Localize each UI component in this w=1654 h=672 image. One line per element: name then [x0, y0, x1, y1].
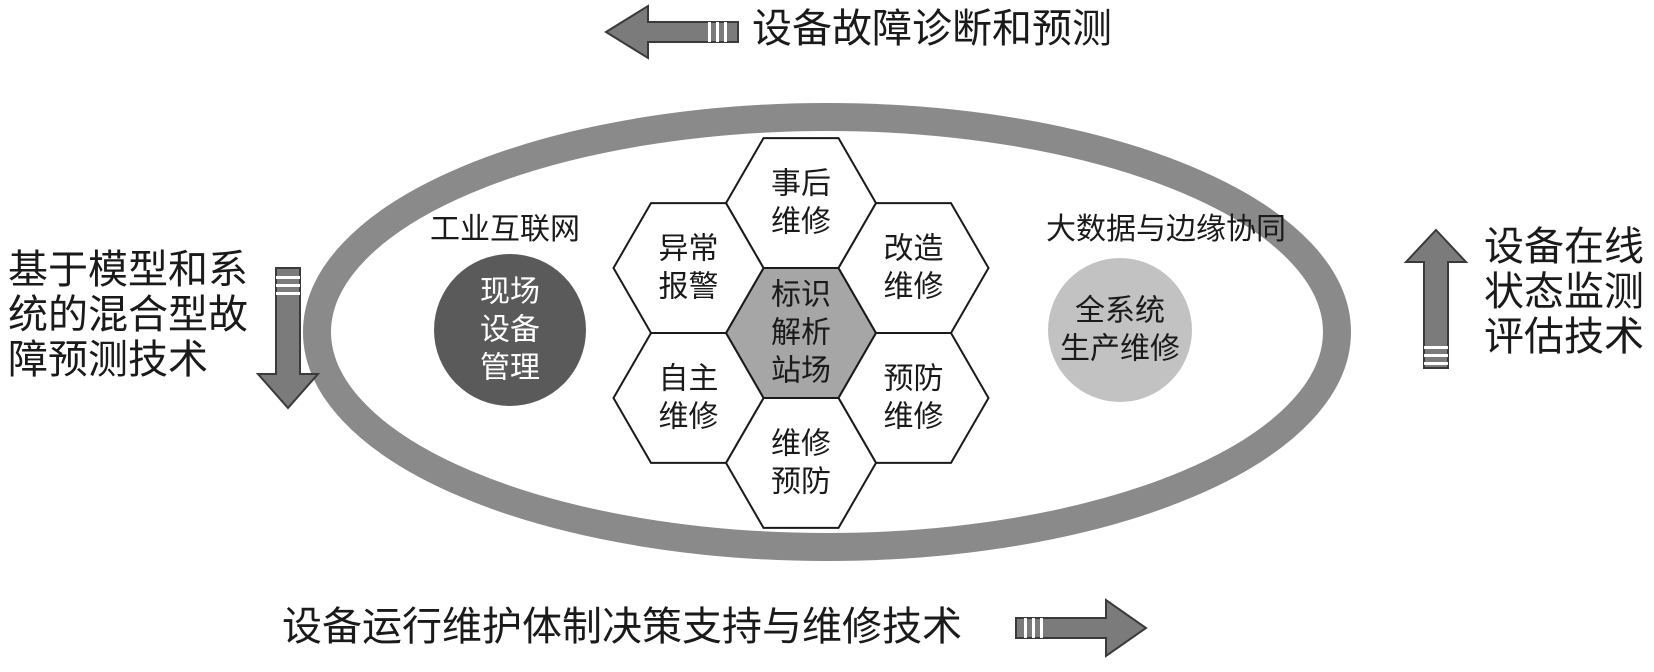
- field-equipment-label: 设备: [480, 313, 540, 348]
- left-arrow-label: 基于模型和系 统的混合型故 障预测技术: [8, 247, 248, 384]
- hexagon-label: 改造: [884, 232, 944, 267]
- top-arrow-label: 设备故障诊断和预测: [752, 6, 1112, 52]
- hexagon-label: 异常: [659, 232, 719, 267]
- left-label-line: 障预测技术: [8, 337, 208, 384]
- hexagon-label: 维修: [771, 205, 831, 240]
- bottom-arrow-right: [1015, 598, 1148, 658]
- right-label-line: 状态监测: [1484, 269, 1644, 316]
- right-label-line: 评估技术: [1484, 314, 1644, 361]
- right-arrow-up: [1403, 228, 1469, 369]
- left-label-line: 统的混合型故: [8, 292, 248, 339]
- right-label-line: 设备在线: [1484, 224, 1644, 270]
- hexagon-label: 解析: [771, 316, 831, 351]
- hexagon-label: 预防: [771, 464, 831, 499]
- field-equipment-label: 现场: [480, 275, 540, 310]
- hexagon-label: 事后: [771, 167, 831, 202]
- hexagon-label: 维修: [884, 399, 944, 434]
- system-maintenance-circle: [1048, 258, 1192, 402]
- outer-ellipse-ring: [303, 103, 1351, 561]
- hexagon-label: 报警: [659, 270, 719, 305]
- hexagon-label: 维修: [771, 426, 831, 461]
- left-arrow-down: [255, 267, 321, 410]
- hexagon-label: 维修: [884, 270, 944, 305]
- hexagon-shape: [612, 202, 765, 334]
- system-maintenance-label: 全系统: [1075, 294, 1165, 329]
- bottom-arrow-label: 设备运行维护体制决策支持与维修技术: [282, 604, 962, 650]
- hexagon-label: 标识: [771, 278, 831, 313]
- field-equipment-circle: [434, 254, 586, 406]
- field-equipment-label: 管理: [480, 351, 540, 386]
- hexagon-label: 预防: [884, 361, 944, 396]
- system-maintenance-label: 生产维修: [1060, 332, 1180, 367]
- hexagon-label: 维修: [659, 399, 719, 434]
- top-arrow-left: [604, 4, 739, 60]
- left-label-line: 基于模型和系: [8, 247, 248, 293]
- big-data-edge-heading: 大数据与边缘协同: [1046, 212, 1286, 247]
- hexagon-label: 站场: [771, 354, 831, 389]
- hexagon-label: 自主: [659, 361, 719, 396]
- industrial-internet-heading: 工业互联网: [430, 212, 580, 247]
- right-arrow-label: 设备在线 状态监测 评估技术: [1484, 224, 1644, 361]
